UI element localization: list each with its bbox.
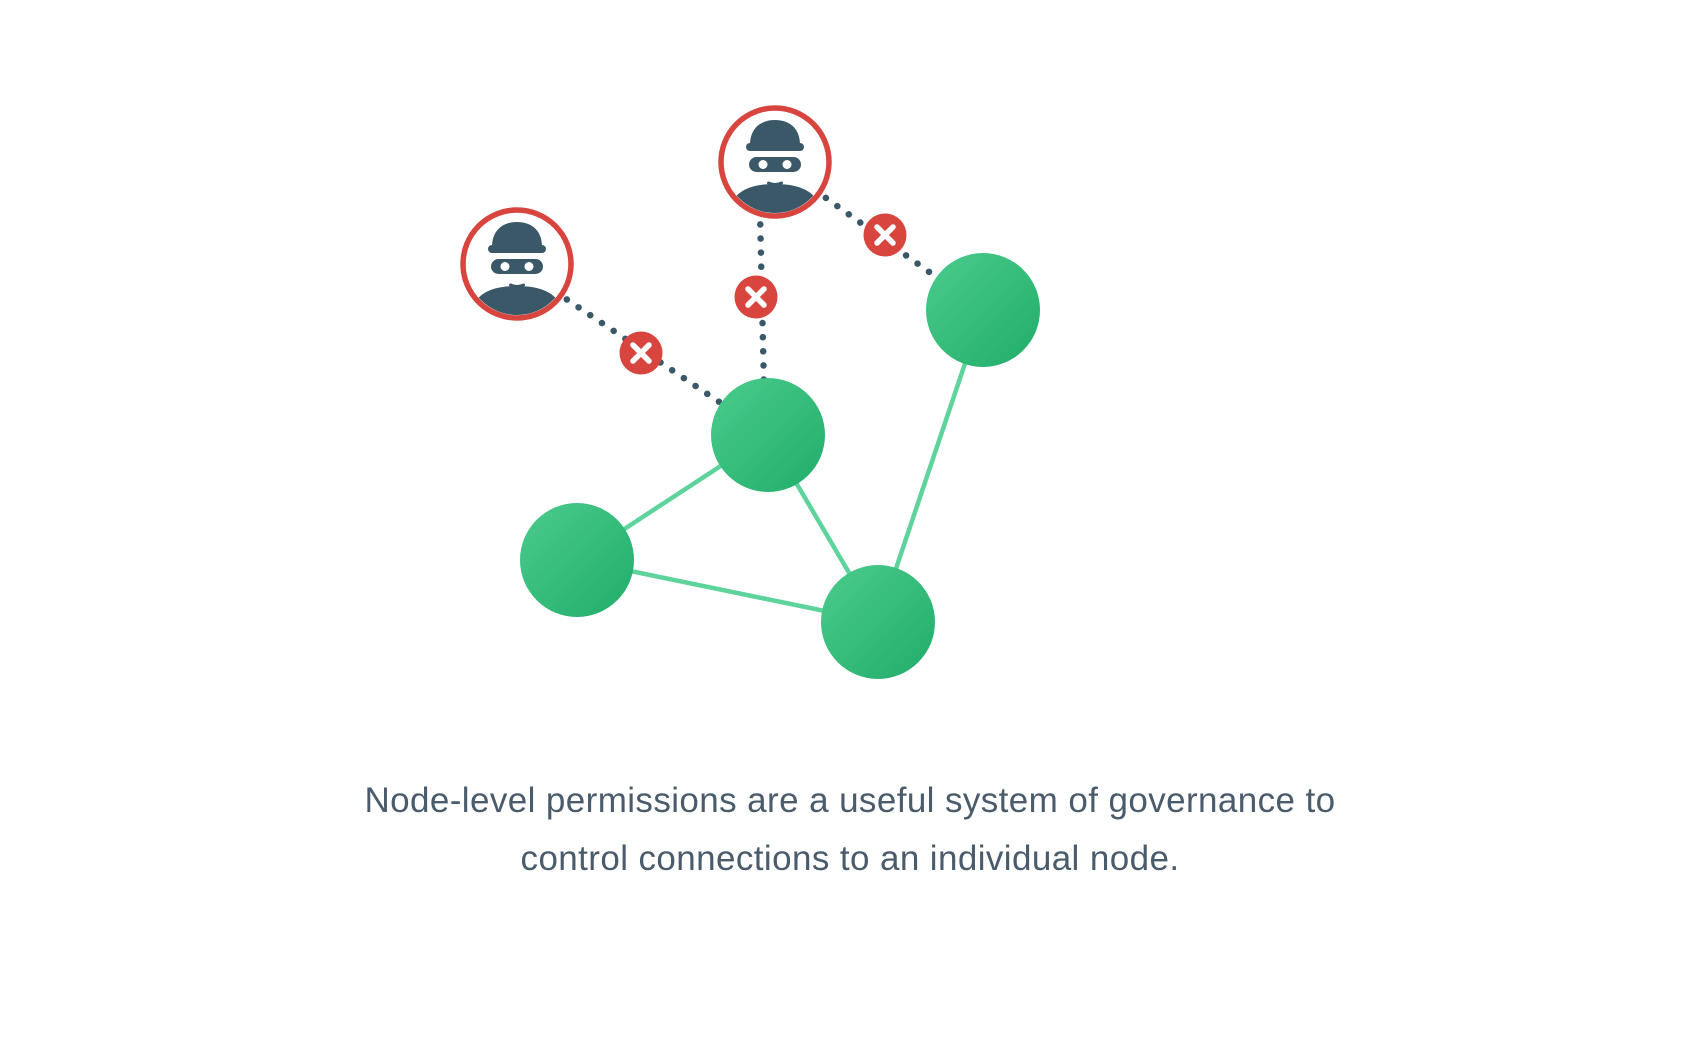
intruder-1 bbox=[718, 105, 832, 219]
burglar-hat bbox=[750, 120, 800, 145]
burglar-hat-brim bbox=[488, 245, 546, 253]
burglar-mask bbox=[491, 259, 543, 274]
x-icon bbox=[630, 342, 652, 364]
blocked-badge-2 bbox=[734, 275, 778, 319]
burglar-eye-left bbox=[758, 160, 768, 169]
burglar-eye-right bbox=[524, 262, 534, 271]
intruder-2 bbox=[460, 207, 574, 321]
node-center bbox=[711, 378, 825, 492]
blocked-badge-1 bbox=[863, 213, 907, 257]
node-bottom bbox=[821, 565, 935, 679]
caption: Node-level permissions are a useful syst… bbox=[0, 772, 1700, 888]
x-icon bbox=[874, 224, 896, 246]
burglar-hat-brim bbox=[746, 143, 804, 151]
blocked-badge-3 bbox=[619, 331, 663, 375]
caption-line-1: Node-level permissions are a useful syst… bbox=[364, 781, 1336, 820]
x-icon bbox=[745, 286, 767, 308]
burglar-eye-right bbox=[782, 160, 792, 169]
network-nodes bbox=[520, 253, 1040, 679]
caption-line-2: control connections to an individual nod… bbox=[520, 839, 1180, 878]
burglar-eye-left bbox=[500, 262, 510, 271]
node-left bbox=[520, 503, 634, 617]
burglar-mask bbox=[749, 157, 801, 172]
node-top-right bbox=[926, 253, 1040, 367]
burglar-hat bbox=[492, 222, 542, 247]
